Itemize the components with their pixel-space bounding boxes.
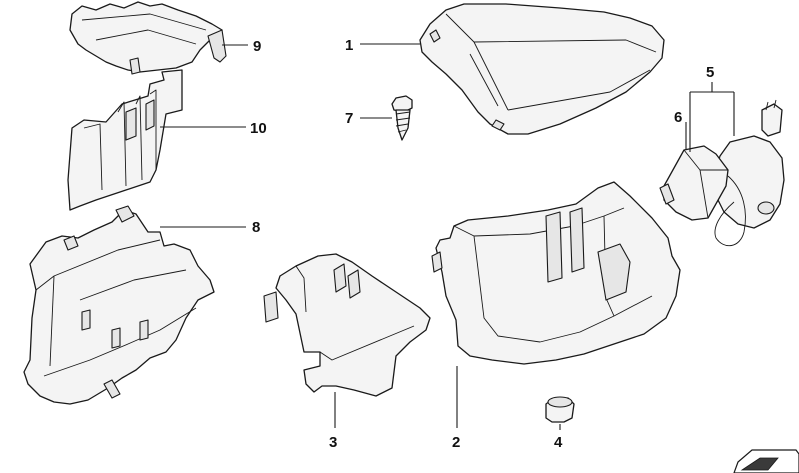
callout-6: 6 [674, 109, 682, 126]
part-4-drawing[interactable] [545, 396, 575, 423]
callout-10: 10 [250, 120, 267, 137]
callout-9: 9 [253, 38, 261, 55]
callout-3: 3 [329, 434, 337, 451]
callout-1: 1 [345, 37, 353, 54]
part-1-drawing[interactable] [419, 3, 665, 135]
part-7-drawing[interactable] [391, 95, 413, 141]
callout-labels: 1 2 3 4 5 6 7 8 9 10 [250, 37, 714, 451]
part-3-drawing[interactable] [263, 253, 431, 397]
arrow-logo-icon [733, 449, 799, 473]
callout-2: 2 [452, 434, 460, 451]
callout-7: 7 [345, 110, 353, 127]
callout-5: 5 [706, 64, 714, 81]
part-10-drawing[interactable] [67, 69, 183, 211]
leader-lines [160, 43, 735, 430]
part-9-drawing[interactable] [69, 1, 227, 75]
part-8-drawing[interactable] [23, 205, 215, 405]
leader-5 [689, 82, 735, 152]
callout-8: 8 [252, 219, 260, 236]
part-5-6-drawing[interactable] [659, 99, 785, 247]
callout-4: 4 [554, 434, 563, 451]
part-2-drawing[interactable] [431, 181, 681, 365]
